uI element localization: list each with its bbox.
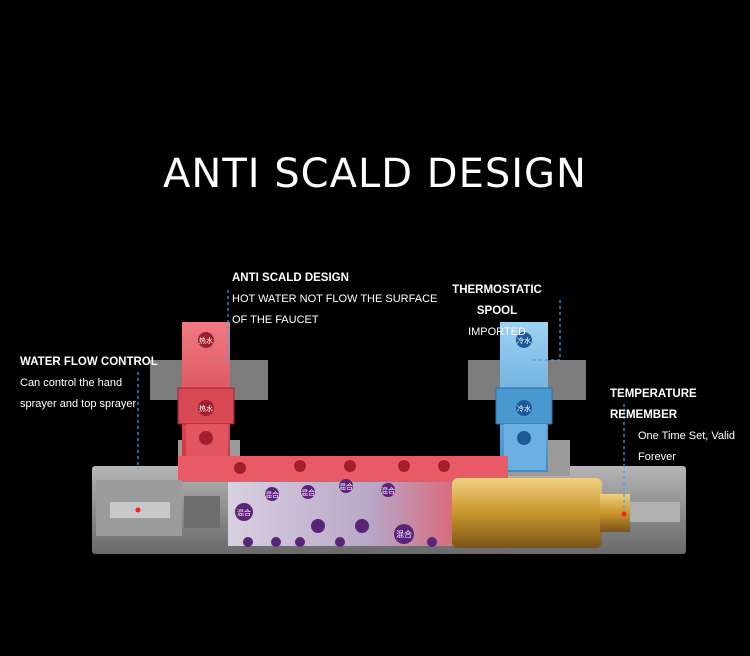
hot-marker-2: 热水 [199, 404, 213, 413]
callout-flow-control-heading: WATER FLOW CONTROL [20, 352, 158, 373]
callout-anti-scald: ANTI SCALD DESIGN HOT WATER NOT FLOW THE… [232, 268, 437, 331]
mix-marker-5: 混合 [381, 486, 395, 495]
callout-flow-control-line2: sprayer and top sprayer [20, 394, 158, 415]
callout-thermostatic-heading: THERMOSTATIC SPOOL [438, 280, 556, 322]
mix-marker-4: 混合 [339, 482, 353, 491]
callout-thermostatic: THERMOSTATIC SPOOL IMPORTED [438, 280, 556, 343]
cold-marker-2: 冷水 [517, 404, 531, 413]
callout-temperature-line1: One Time Set, Valid [610, 426, 750, 447]
hot-marker-1: 热水 [199, 336, 213, 345]
callout-flow-control: WATER FLOW CONTROL Can control the hand … [20, 352, 158, 415]
callout-temperature: TEMPERATURE REMEMBER One Time Set, Valid… [610, 384, 750, 468]
callout-anti-scald-line1: HOT WATER NOT FLOW THE SURFACE [232, 289, 437, 310]
mix-marker-2: 混合 [265, 490, 279, 499]
mix-marker-3: 混合 [301, 488, 315, 497]
mix-marker-6: 混合 [396, 529, 412, 539]
callout-anti-scald-heading: ANTI SCALD DESIGN [232, 268, 437, 289]
callout-flow-control-line1: Can control the hand [20, 373, 158, 394]
mix-marker-1: 混合 [237, 508, 251, 517]
callout-anti-scald-line2: OF THE FAUCET [232, 310, 437, 331]
callout-temperature-line2: Forever [610, 447, 750, 468]
callout-temperature-heading: TEMPERATURE REMEMBER [610, 384, 750, 426]
callout-thermostatic-line1: IMPORTED [438, 322, 556, 343]
